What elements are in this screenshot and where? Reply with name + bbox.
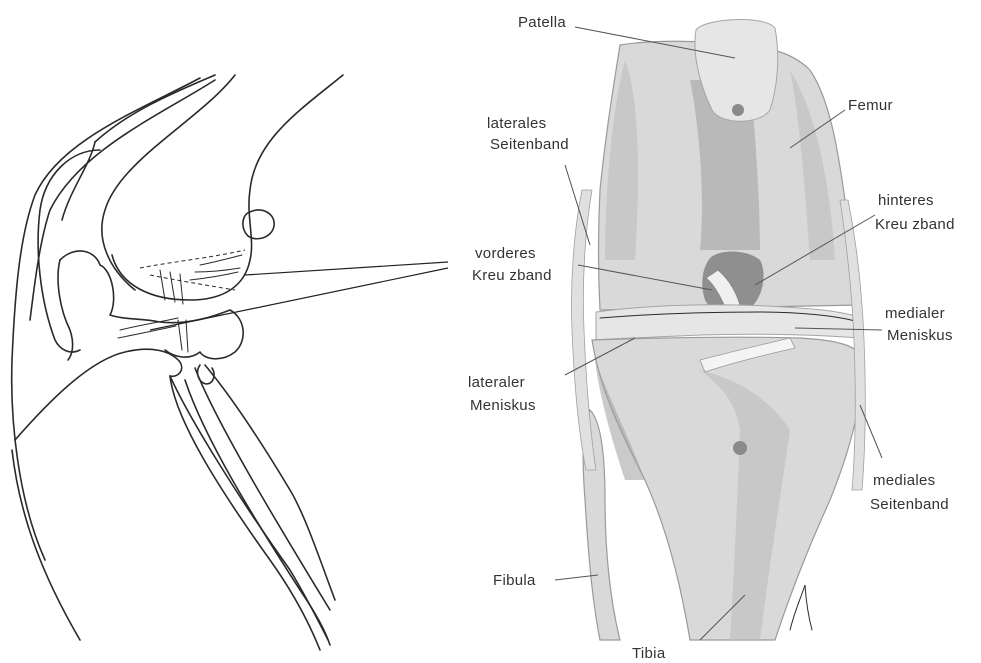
label-lateral-meniscus-1: lateraler <box>468 374 525 391</box>
label-patella: Patella <box>518 14 566 31</box>
label-posterior-cruciate-1: hinteres <box>878 192 934 209</box>
label-femur: Femur <box>848 97 893 114</box>
label-lateral-meniscus-2: Meniskus <box>470 397 536 414</box>
knee-frontal-illustration <box>571 20 865 640</box>
label-lateral-ligament-2: Seitenband <box>490 136 569 153</box>
leader-anterior-cruciate-1 <box>245 262 448 275</box>
label-fibula: Fibula <box>493 572 536 589</box>
patella-dot <box>732 104 744 116</box>
label-anterior-cruciate-2: Kreu zband <box>472 267 552 284</box>
label-anterior-cruciate-1: vorderes <box>475 245 536 262</box>
label-medial-meniscus-1: medialer <box>885 305 945 322</box>
label-medial-ligament-1: mediales <box>873 472 935 489</box>
leader-anterior-cruciate-2 <box>150 268 448 330</box>
label-tibia: Tibia <box>632 645 666 662</box>
label-posterior-cruciate-2: Kreu zband <box>875 216 955 233</box>
label-medial-ligament-2: Seitenband <box>870 496 949 513</box>
label-lateral-ligament-1: laterales <box>487 115 546 132</box>
knee-lateral-sketch <box>12 75 343 650</box>
label-medial-meniscus-2: Meniskus <box>887 327 953 344</box>
